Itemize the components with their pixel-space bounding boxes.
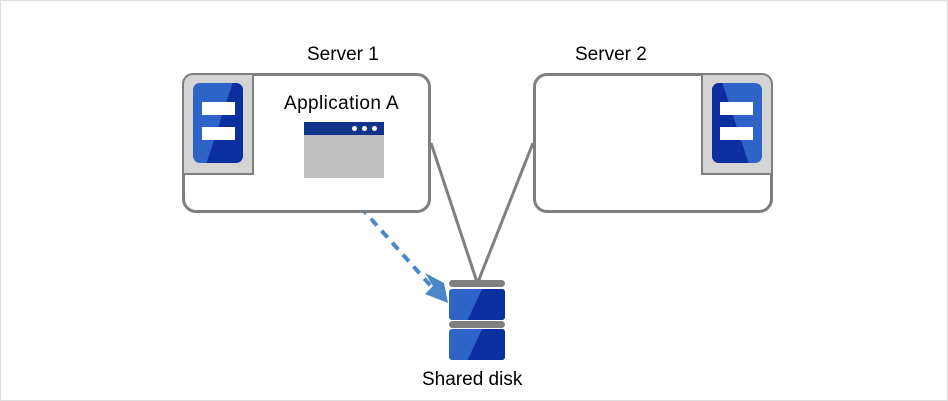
window-dot-1 (352, 126, 357, 131)
server-slot-bar-1 (720, 102, 753, 115)
window-titlebar (304, 122, 384, 135)
application-window-icon[interactable] (304, 122, 384, 178)
disk-platter-2 (449, 329, 505, 360)
shared-disk-label: Shared disk (422, 369, 523, 390)
disk-platter-bar-2 (449, 321, 505, 328)
server-chip (712, 83, 762, 163)
connector-server1-to-disk (429, 142, 479, 283)
server-slot-bar-2 (720, 127, 753, 140)
server-slot-bar-2 (202, 127, 235, 140)
window-dot-3 (372, 126, 377, 131)
server-chip-shade (712, 83, 762, 163)
disk-platter-shade (449, 329, 505, 360)
arrowhead-icon (425, 273, 448, 303)
server1-title: Server 1 (307, 44, 379, 65)
application-a-label: Application A (284, 93, 400, 114)
window-dot-2 (362, 126, 367, 131)
server-chip (193, 83, 243, 163)
server-slot-bar-1 (202, 102, 235, 115)
disk-platter-shade (449, 289, 505, 320)
server-chip-shade (193, 83, 243, 163)
disk-platter-bar-1 (449, 280, 505, 287)
server2-title: Server 2 (575, 44, 647, 65)
connector-server2-to-disk (476, 142, 535, 283)
disk-platter-1 (449, 289, 505, 320)
server1-server-icon (182, 73, 254, 175)
server2-server-icon (701, 73, 773, 175)
shared-disk-icon[interactable] (449, 280, 505, 360)
